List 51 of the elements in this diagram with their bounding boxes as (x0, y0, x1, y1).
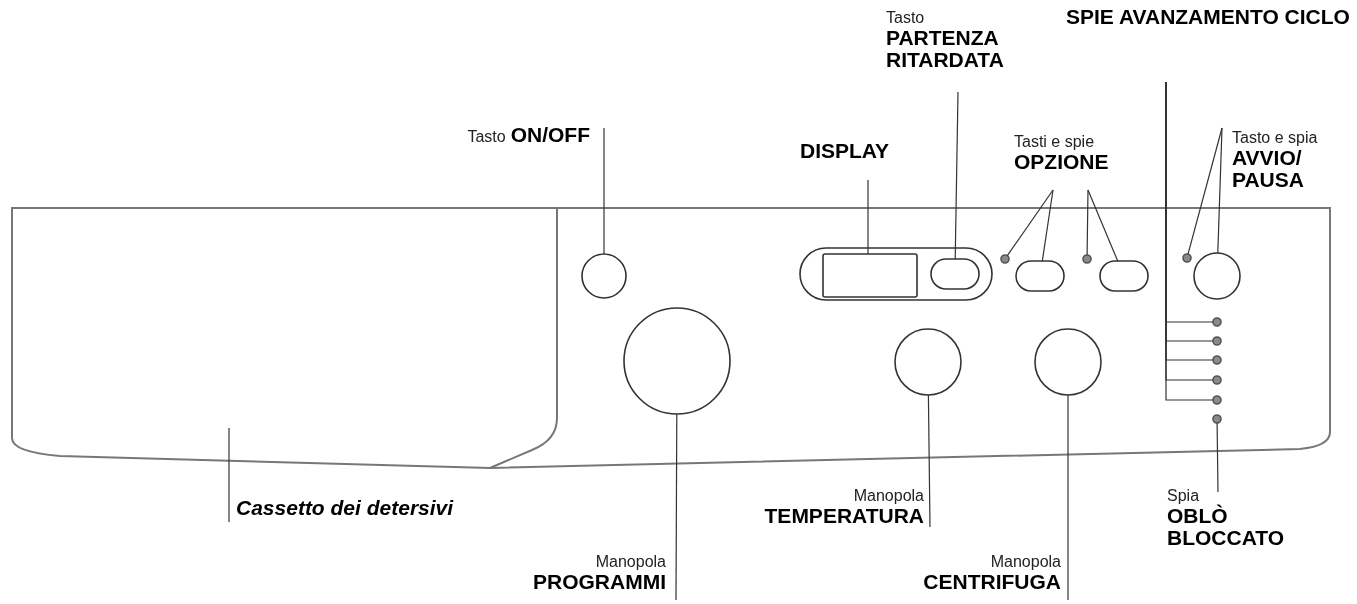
indicator-light (1212, 355, 1222, 365)
program-knob (623, 307, 731, 415)
leader-line (1041, 189, 1054, 262)
leader-line (675, 413, 678, 601)
callout-title: OPZIONE (1014, 151, 1109, 173)
indicator-light (1182, 253, 1192, 263)
callout-title: SPIE AVANZAMENTO CICLO (1066, 6, 1357, 28)
option-button (1015, 260, 1065, 292)
callout-title: DISPLAY (800, 140, 950, 162)
start-pause-button (1193, 252, 1241, 300)
callout-title: ON/OFF (510, 124, 590, 146)
leader-line (1067, 394, 1069, 601)
indicator-light (1212, 336, 1222, 346)
indicator-light (1212, 375, 1222, 385)
leader-line (228, 427, 230, 523)
power-button (581, 253, 627, 299)
display-screen (822, 253, 918, 298)
indicator-light (1212, 395, 1222, 405)
callout-caption: Spia (1167, 486, 1200, 504)
leader-line (1217, 127, 1223, 254)
leader-line (927, 394, 931, 528)
callout-caption: Manopola (853, 486, 924, 505)
delay-start-button (930, 258, 980, 290)
leader-line (1086, 189, 1089, 256)
indicator-light (1212, 414, 1222, 424)
callout-label: Cassetto dei detersivi (236, 496, 556, 520)
leader-line (1087, 189, 1119, 263)
callout-title: TEMPERATURA (764, 505, 924, 527)
leader-line (1216, 422, 1219, 493)
detergent-drawer (11, 207, 558, 469)
callout-caption: Tasti e spie (1014, 132, 1095, 151)
callout-title: OBLÒ BLOCCATO (1167, 505, 1286, 549)
callout-caption: Tasto (467, 127, 506, 146)
indicator-light (1082, 254, 1092, 264)
spin-knob (1034, 328, 1102, 396)
callout-title: AVVIO/ PAUSA (1232, 147, 1305, 191)
callout-title: PARTENZA RITARDATA (886, 27, 1005, 71)
callout-title: PROGRAMMI (533, 571, 666, 593)
indicator-light (1000, 254, 1010, 264)
leader-line (1006, 189, 1054, 257)
leader-line (603, 127, 605, 255)
callout-title: CENTRIFUGA (923, 571, 1061, 593)
indicator-light (1212, 317, 1222, 327)
callout-caption: Tasto (886, 8, 925, 27)
option-button (1099, 260, 1149, 292)
callout-caption: Manopola (595, 552, 666, 571)
callout-caption: Manopola (990, 552, 1061, 571)
leader-line (867, 179, 869, 255)
temperature-knob (894, 328, 962, 396)
leader-line (954, 91, 959, 260)
callout-caption: Tasto e spia (1232, 128, 1318, 147)
